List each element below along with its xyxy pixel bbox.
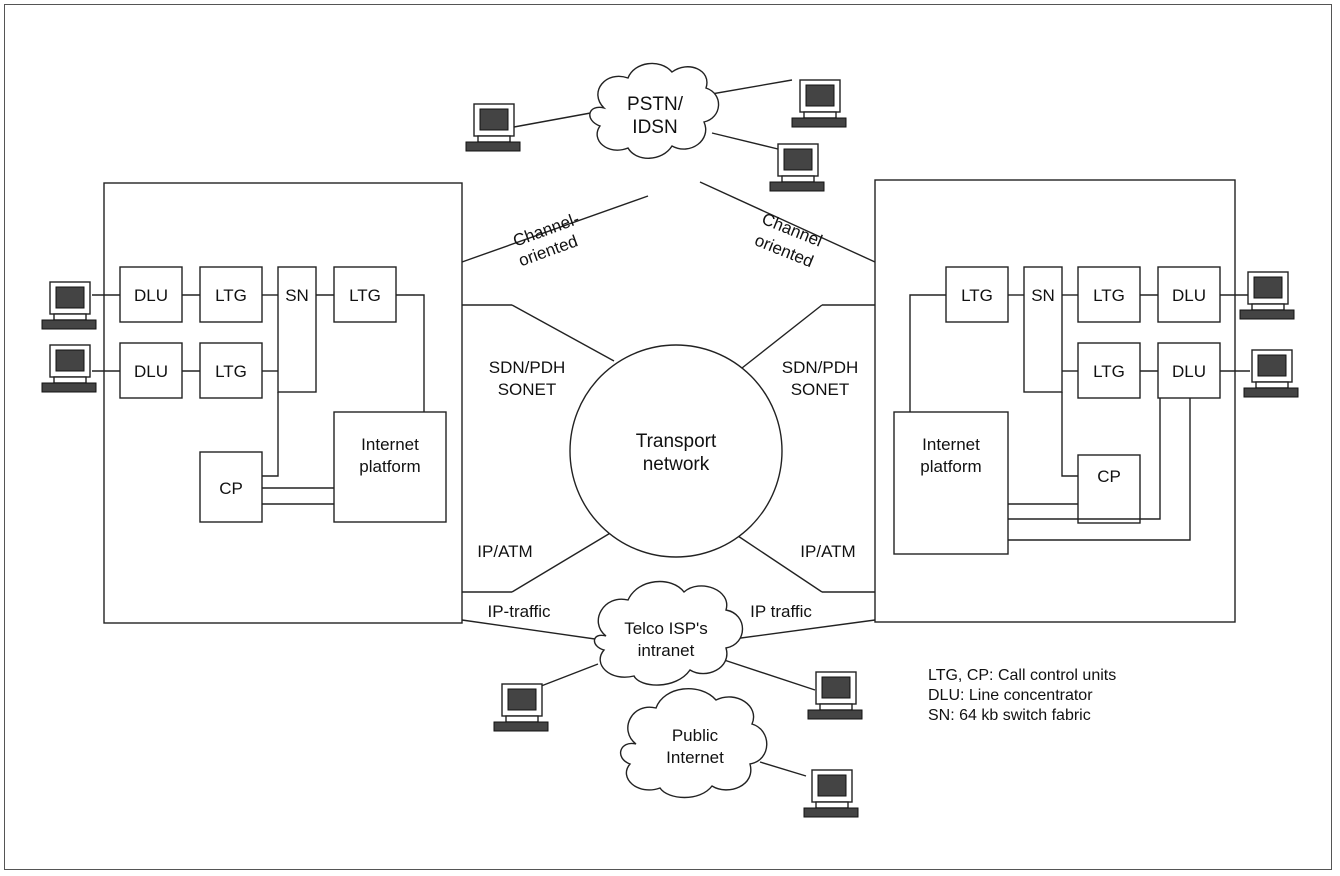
left-iptraffic-label: IP-traffic [488,602,551,621]
terminal-pstn-right [770,144,824,191]
terminal-telco-left [494,684,548,731]
terminal-pstn-left [466,104,520,151]
terminal-public-internet [804,770,858,817]
right-sdh-label-1: SDN/PDH [782,358,859,377]
public-internet-label-1: Public [672,726,719,745]
switch-left: DLU LTG SN LTG DLU LTG CP Internet platf… [92,183,462,623]
right-sdh-label-2: SONET [791,380,850,399]
internet-platform-right-label-2: platform [920,457,981,476]
transport-label-2: network [643,454,710,475]
cp-left-label: CP [219,479,243,498]
terminal-right-2 [1244,350,1298,397]
ltg-right-3-label: LTG [1093,362,1125,381]
ltg-left-1-label: LTG [215,286,247,305]
ltg-right-1-label: LTG [961,286,993,305]
left-sdh-label-1: SDN/PDH [489,358,566,377]
switch-right: LTG SN LTG DLU LTG DLU CP Internet platf… [875,180,1250,622]
ltg-left-3-label: LTG [215,362,247,381]
terminal-telco-right [808,672,862,719]
right-iptraffic-label: IP traffic [750,602,812,621]
internet-platform-right [894,412,1008,554]
legend-line-2: DLU: Line concentrator [928,687,1093,704]
dlu-left-1-label: DLU [134,286,168,305]
telco-label-1: Telco ISP's [624,619,708,638]
pstn-label-2: IDSN [632,117,677,138]
dlu-right-2-label: DLU [1172,362,1206,381]
cp-right [1078,455,1140,523]
dlu-left-2-label: DLU [134,362,168,381]
sn-right-label: SN [1031,286,1055,305]
ltg-left-2-label: LTG [349,286,381,305]
internet-platform-left-label-1: Internet [361,435,419,454]
left-sdh-label-2: SONET [498,380,557,399]
terminal-pstn-top-right [792,80,846,127]
sn-left-label: SN [285,286,309,305]
ltg-right-2-label: LTG [1093,286,1125,305]
pstn-label-1: PSTN/ [627,94,684,115]
legend: LTG, CP: Call control units DLU: Line co… [928,667,1116,724]
legend-line-3: SN: 64 kb switch fabric [928,707,1091,724]
left-ipatm-label: IP/ATM [477,542,532,561]
terminal-left-1 [42,282,96,329]
terminal-left-2 [42,345,96,392]
telco-label-2: intranet [638,641,695,660]
switch-left-frame [104,183,462,623]
right-ipatm-label: IP/ATM [800,542,855,561]
transport-label-1: Transport [636,431,717,452]
internet-platform-left-label-2: platform [359,457,420,476]
dlu-right-1-label: DLU [1172,286,1206,305]
public-internet-label-2: Internet [666,748,724,767]
terminal-right-1 [1240,272,1294,319]
legend-line-1: LTG, CP: Call control units [928,667,1116,684]
internet-platform-right-label-1: Internet [922,435,980,454]
switch-right-frame [875,180,1235,622]
cp-right-label: CP [1097,467,1121,486]
